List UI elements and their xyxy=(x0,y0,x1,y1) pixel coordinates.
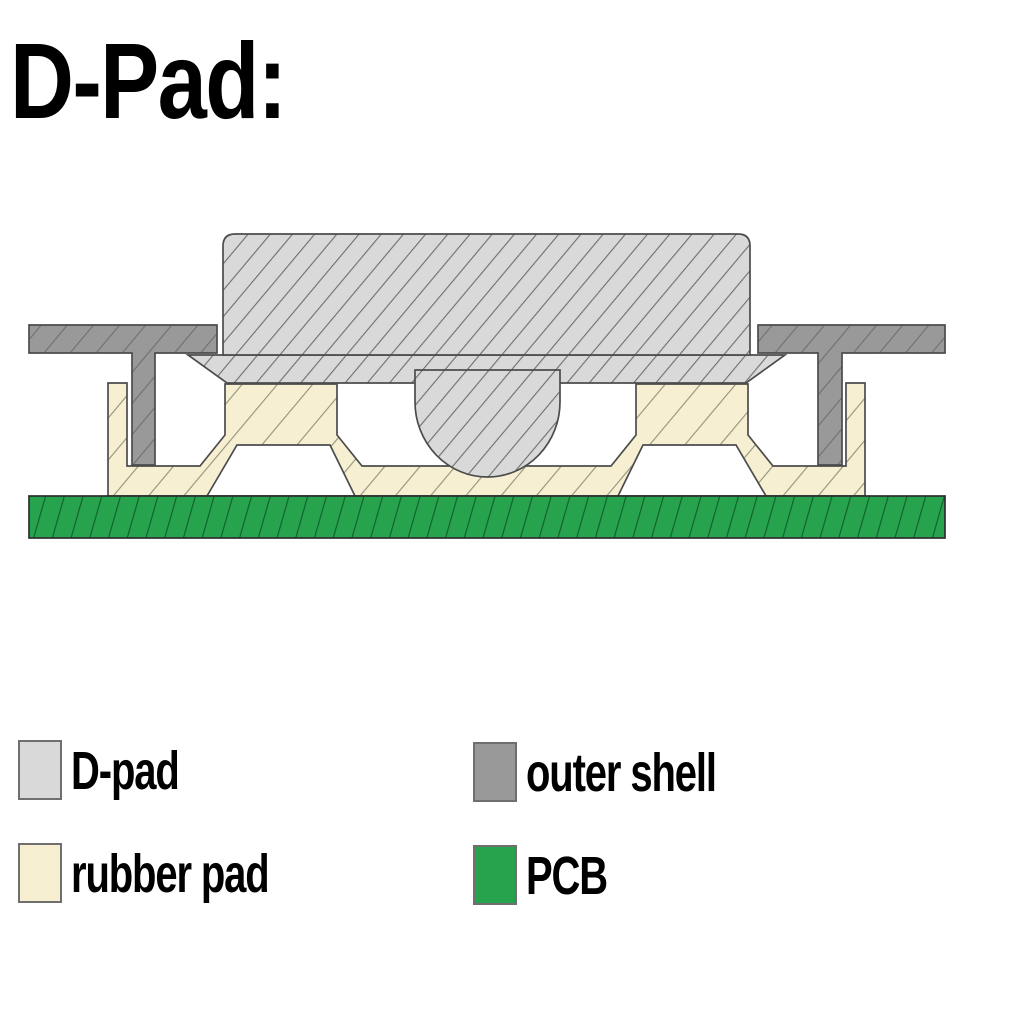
outer-shell-left-shape xyxy=(28,324,218,466)
legend-label-rubber-pad: rubber pad xyxy=(71,844,270,904)
dpad-swatch xyxy=(18,740,62,800)
page-title: D-Pad: xyxy=(10,20,287,141)
legend-item-pcb: PCB xyxy=(473,845,636,906)
rubber-pad-swatch xyxy=(18,843,62,903)
legend-item-rubber-pad: rubber pad xyxy=(18,843,338,904)
pcb-swatch xyxy=(473,845,517,905)
pcb-shape xyxy=(28,495,946,539)
legend-label-pcb: PCB xyxy=(526,846,608,906)
legend-item-outer-shell: outer shell xyxy=(473,742,783,803)
legend-label-dpad: D-pad xyxy=(71,741,180,801)
outer-shell-swatch xyxy=(473,742,517,802)
dpad-body-shape xyxy=(222,233,751,356)
legend-label-outer-shell: outer shell xyxy=(526,743,717,803)
dpad-dome-shape xyxy=(414,369,561,478)
outer-shell-right-shape xyxy=(757,324,946,466)
legend-item-dpad: D-pad xyxy=(18,740,216,801)
